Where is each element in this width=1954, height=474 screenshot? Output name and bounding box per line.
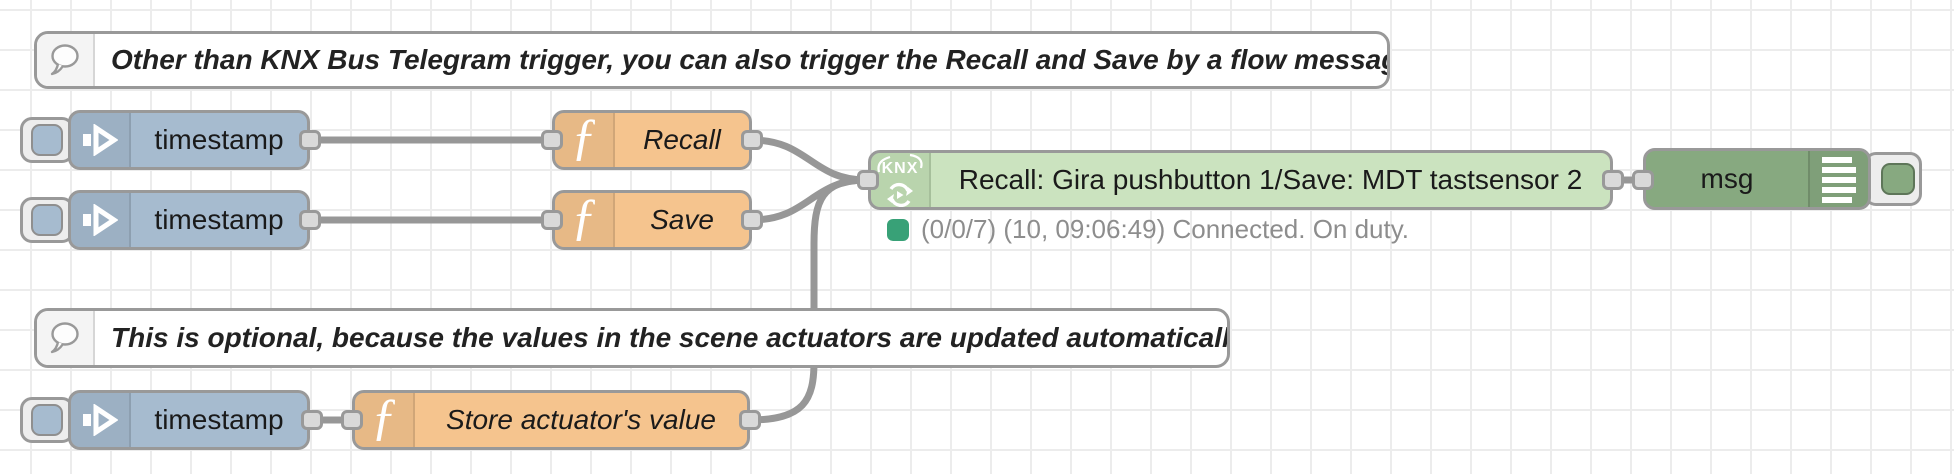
inject-button-pad[interactable] [31,204,63,236]
input-port[interactable] [857,170,879,190]
inject-button[interactable] [20,117,74,163]
wire-recall-to-knx[interactable] [748,136,870,184]
inject-icon-cell [71,393,131,447]
node-label: Recall: Gira pushbutton 1/Save: MDT tast… [958,164,1583,195]
input-port[interactable] [541,130,563,150]
speech-bubble-icon [50,44,79,76]
inject-node-timestamp-store[interactable]: timestamp [68,390,310,450]
inject-button[interactable] [20,397,74,443]
debug-toggle-pad[interactable] [1881,163,1915,195]
function-node-save[interactable]: ƒ Save [552,190,752,250]
output-port[interactable] [741,130,763,150]
status-dot-icon [887,218,909,241]
debug-node-msg[interactable]: msg [1643,148,1871,210]
comment-text: Other than KNX Bus Telegram trigger, you… [111,44,1387,75]
output-port[interactable] [299,130,321,150]
function-f-icon: ƒ [571,112,597,166]
inject-icon-cell [71,113,131,167]
node-label: msg [1700,163,1754,194]
function-f-icon: ƒ [371,392,397,446]
function-node-store-actuator-value[interactable]: ƒ Store actuator's value [352,390,750,450]
comment-node-top[interactable]: Other than KNX Bus Telegram trigger, you… [34,31,1390,89]
knx-scene-node[interactable]: KNX Recall: Gira pushbutton 1/Save: MDT … [868,150,1613,210]
output-port[interactable] [1602,170,1624,190]
svg-text:KNX: KNX [882,160,919,177]
inject-node-timestamp-save[interactable]: timestamp [68,190,310,250]
function-icon-cell: ƒ [355,392,415,447]
function-icon-cell: ƒ [555,112,615,167]
node-label: timestamp [154,404,284,435]
function-f-icon: ƒ [571,192,597,246]
debug-toggle-button[interactable] [1864,152,1922,206]
function-node-recall[interactable]: ƒ Recall [552,110,752,170]
node-label: timestamp [154,124,284,155]
input-port[interactable] [541,210,563,230]
knx-refresh-icon: KNX [877,153,923,207]
inject-node-timestamp-recall[interactable]: timestamp [68,110,310,170]
inject-arrow-icon [83,124,118,156]
comment-icon-cell [37,34,95,86]
svg-text:ƒ: ƒ [371,392,397,446]
output-port[interactable] [301,410,323,430]
node-label: Save [650,204,714,235]
output-port[interactable] [299,210,321,230]
knx-node-status: (0/0/7) (10, 09:06:49) Connected. On dut… [887,214,1409,245]
comment-node-bottom[interactable]: This is optional, because the values in … [34,308,1230,368]
input-port[interactable] [341,410,363,430]
inject-arrow-icon [83,204,118,236]
inject-button-pad[interactable] [31,404,63,436]
speech-bubble-icon [50,322,79,354]
output-port[interactable] [739,410,761,430]
comment-icon-cell [37,311,95,365]
wire-save-to-knx[interactable] [748,176,870,224]
inject-button-pad[interactable] [31,124,63,156]
node-label: timestamp [154,204,284,235]
function-icon-cell: ƒ [555,192,615,247]
status-text: (0/0/7) (10, 09:06:49) Connected. On dut… [921,214,1410,244]
svg-text:ƒ: ƒ [571,192,597,246]
node-label: Store actuator's value [446,404,716,435]
node-label: Recall [643,124,721,155]
inject-button[interactable] [20,197,74,243]
input-port[interactable] [1632,170,1654,190]
inject-arrow-icon [83,404,118,436]
comment-text: This is optional, because the values in … [111,322,1227,353]
svg-text:ƒ: ƒ [571,112,597,166]
console-lines-icon [1822,157,1856,203]
output-port[interactable] [741,210,763,230]
inject-icon-cell [71,193,131,247]
wire-store-to-knx[interactable] [746,176,870,424]
knx-icon-cell: KNX [871,153,931,207]
debug-icon-cell [1808,151,1868,207]
